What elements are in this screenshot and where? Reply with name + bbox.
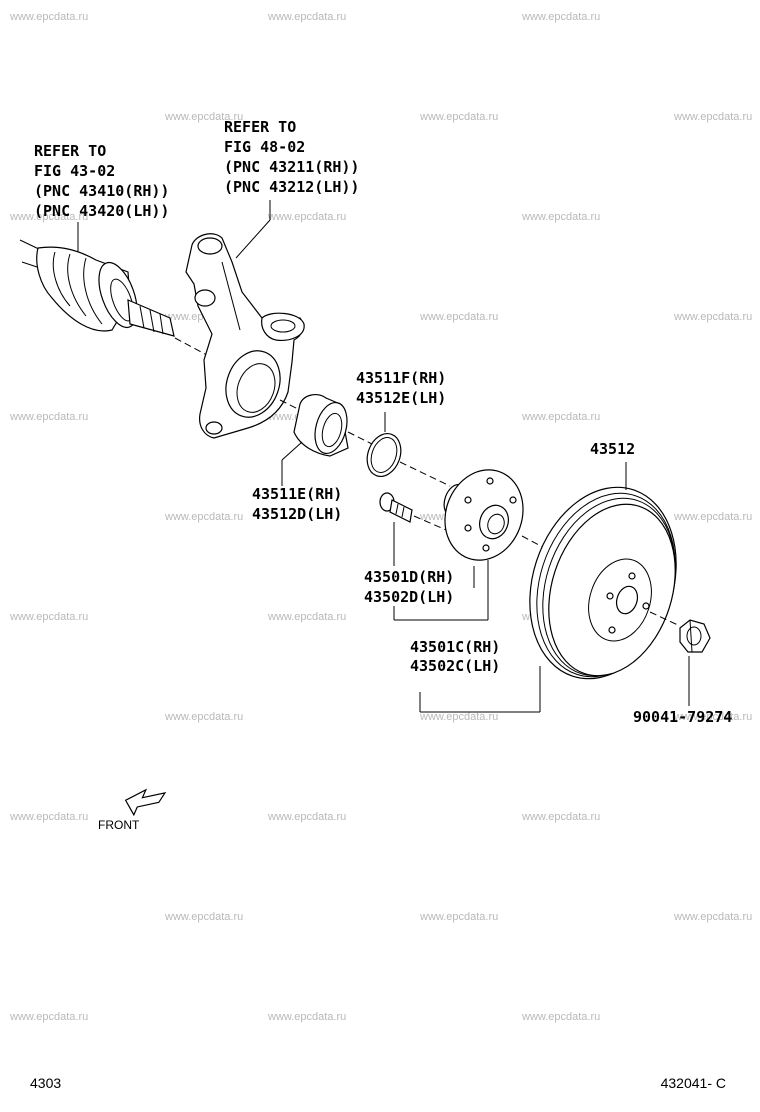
disc-label: 43512 [590, 440, 635, 458]
watermark-text: www.epcdata.ru [9, 211, 88, 223]
knuckle-ref-line-1: REFER TO [224, 118, 296, 136]
watermark-text: www.epcdata.ru [267, 811, 346, 823]
hub-bearing[interactable] [293, 394, 373, 457]
watermark-text: www.epcdata.ru [673, 911, 752, 923]
snap-ring[interactable] [361, 429, 451, 487]
watermark-text: www.epcdata.ru [267, 611, 346, 623]
watermark-text: www.epcdata.ru [9, 411, 88, 423]
driveshaft-ref-line-1: REFER TO [34, 142, 106, 160]
nut-label: 90041-79274 [633, 708, 732, 726]
watermark-text: www.epcdata.ru [673, 311, 752, 323]
watermark-text: www.epcdata.ru [673, 111, 752, 123]
bearing-label-rh: 43511E(RH) [252, 485, 342, 503]
knuckle-ref-line-2: FIG 48-02 [224, 138, 305, 156]
knuckle-ref-line-3: (PNC 43211(RH)) [224, 158, 359, 176]
front-direction-indicator: FRONT [98, 788, 167, 832]
disc-rotor[interactable] [506, 468, 700, 698]
page-number-right: 432041- C [661, 1075, 726, 1091]
watermark-text: www.epcdata.ru [419, 711, 498, 723]
leader-lines [77, 200, 690, 713]
watermark-text: www.epcdata.ru [164, 111, 243, 123]
hub-label-rh: 43501C(RH) [410, 638, 500, 656]
watermark-text: www.epcdata.ru [9, 811, 88, 823]
watermark-text: www.epcdata.ru [521, 211, 600, 223]
driveshaft-ref-line-3: (PNC 43410(RH)) [34, 182, 169, 200]
axle-hub[interactable] [433, 459, 553, 571]
hub-bolt[interactable] [379, 492, 461, 537]
snap-ring-label-lh: 43512E(LH) [356, 389, 446, 407]
steering-knuckle[interactable] [185, 233, 305, 439]
hub-bolt-label-lh: 43502D(LH) [364, 588, 454, 606]
watermark-text: www.epcdata.ru [419, 311, 498, 323]
watermark-text: www.epcdata.ru [164, 911, 243, 923]
watermark-text: www.epcdata.ru [419, 111, 498, 123]
watermark-text: www.epcdata.ru [521, 811, 600, 823]
watermark-text: www.epcdata.ru [164, 511, 243, 523]
hub-label-lh: 43502C(LH) [410, 657, 500, 675]
watermark-text: www.epcdata.ru [521, 411, 600, 423]
watermark-text: www.epcdata.ru [267, 1011, 346, 1023]
part-labels: REFER TO FIG 43-02 (PNC 43410(RH)) (PNC … [34, 118, 732, 726]
watermark-text: www.epcdata.ru [673, 711, 752, 723]
hub-bolt-label-rh: 43501D(RH) [364, 568, 454, 586]
watermark-text: www.epcdata.ru [673, 511, 752, 523]
watermark-layer: www.epcdata.ru www.epcdata.ru www.epcdata.… [9, 11, 752, 1023]
watermark-text: www.epcdata.ru [9, 11, 88, 23]
hub-nut[interactable] [679, 619, 711, 653]
front-arrow-icon [124, 788, 167, 817]
watermark-text: www.epcdata.ru [419, 911, 498, 923]
watermark-text: www.epcdata.ru [164, 711, 243, 723]
watermark-text: www.epcdata.ru [521, 1011, 600, 1023]
watermark-text: www.epcdata.ru [9, 1011, 88, 1023]
watermark-text: www.epcdata.ru [521, 11, 600, 23]
driveshaft-ref-line-4: (PNC 43420(LH)) [34, 202, 169, 220]
page-number-left: 4303 [30, 1075, 61, 1091]
watermark-text: www.epcdata.ru [267, 211, 346, 223]
knuckle-ref-line-4: (PNC 43212(LH)) [224, 178, 359, 196]
snap-ring-label-rh: 43511F(RH) [356, 369, 446, 387]
front-label: FRONT [98, 818, 140, 832]
bearing-label-lh: 43512D(LH) [252, 505, 342, 523]
watermark-text: www.epcdata.ru [9, 611, 88, 623]
watermark-text: www.epcdata.ru [267, 11, 346, 23]
drive-shaft[interactable] [19, 239, 221, 363]
driveshaft-ref-line-2: FIG 43-02 [34, 162, 115, 180]
